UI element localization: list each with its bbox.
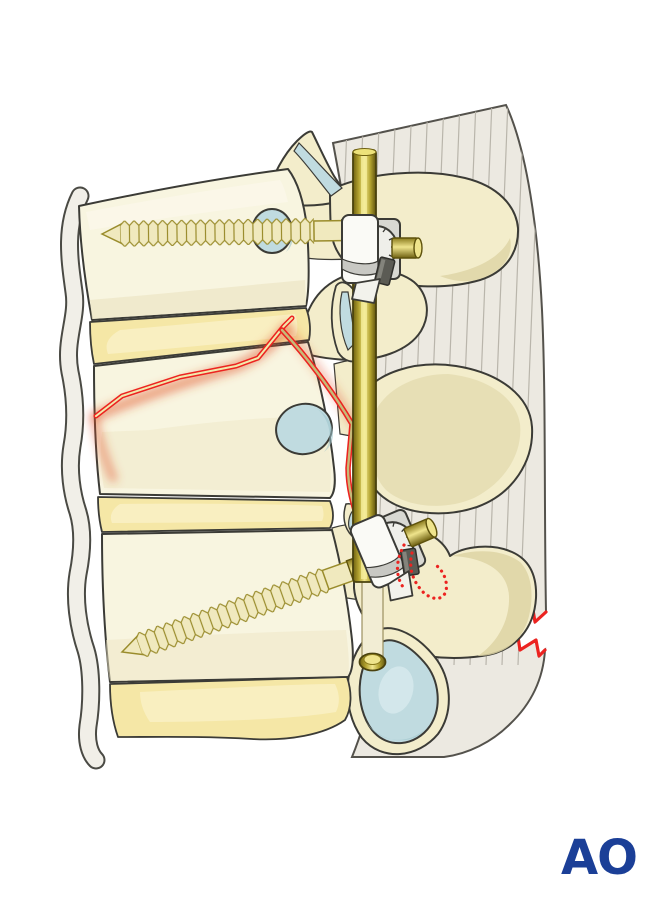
body-middle-shading xyxy=(100,417,331,492)
screw-thread-pattern-upper xyxy=(119,218,315,247)
fracture-line-group xyxy=(93,315,295,419)
screw-thread-pattern-lower xyxy=(134,567,330,659)
facet-oval-middle-shade xyxy=(316,408,334,452)
facet-oval-middle xyxy=(275,402,333,456)
body-upper-shading xyxy=(90,280,306,319)
disc-middle-highlight xyxy=(110,503,324,523)
facet-teardrop-highlight xyxy=(378,666,414,714)
rod-lower-behind-bone xyxy=(361,577,384,661)
rod-top-cap xyxy=(352,148,377,156)
screw-threads-lower xyxy=(134,567,330,659)
ao-logo: AO xyxy=(561,830,637,886)
disc-upper-highlight xyxy=(106,314,298,354)
ligament-band xyxy=(60,188,104,768)
fracture-dotted-line-1 xyxy=(395,543,406,589)
rod-highlight xyxy=(361,153,367,579)
posterior-elements-group xyxy=(265,130,538,755)
anterior-ligament-group xyxy=(59,186,106,770)
facet-sliver-spinous-upper xyxy=(293,142,343,197)
transverse-process-upper-shading xyxy=(440,238,511,282)
disc-lower-highlight xyxy=(140,684,339,722)
rod-end-ring-inner xyxy=(363,654,382,665)
intervertebral-discs-group xyxy=(89,307,352,741)
posterior-arch-lower-shading xyxy=(452,551,532,656)
body-upper-highlight xyxy=(86,180,288,230)
pedicle-screws-group xyxy=(100,218,372,659)
vertebral-body-middle-fractured xyxy=(93,341,336,499)
fracture-glow-left xyxy=(89,413,118,483)
screw-threads-upper xyxy=(119,218,315,247)
fracture-dotted-group xyxy=(395,543,449,600)
fracture-line-main-core xyxy=(95,317,293,417)
fracture-dotted-line-2 xyxy=(409,551,449,600)
transverse-process-middle-shading xyxy=(370,374,521,506)
